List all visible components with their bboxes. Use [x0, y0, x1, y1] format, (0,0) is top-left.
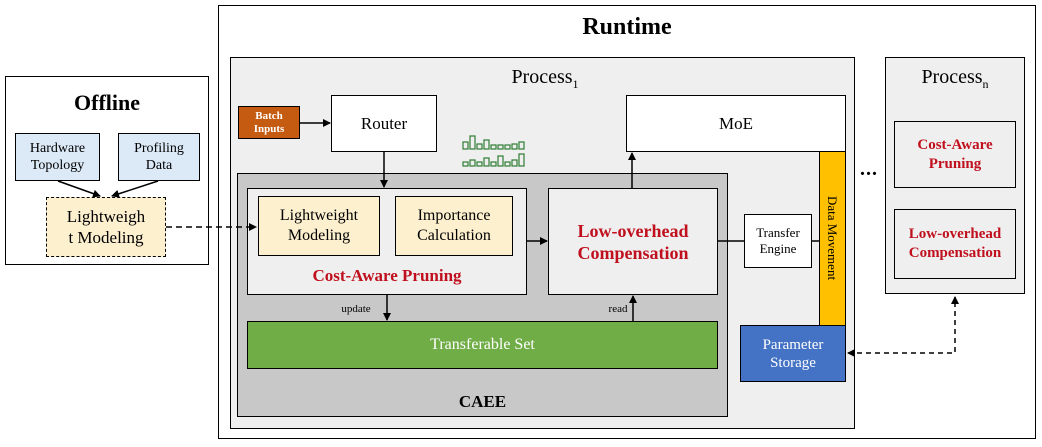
parameter-storage-label: Parameter Storage: [762, 336, 824, 371]
parameter-storage-box: Parameter Storage: [740, 325, 846, 382]
transferable-set-label: Transferable Set: [430, 336, 535, 353]
router-label: Router: [360, 113, 408, 133]
batch-inputs-label: Batch Inputs: [253, 109, 285, 135]
profiling-data-box: Profiling Data: [118, 133, 200, 181]
runtime-title: Runtime: [582, 14, 672, 40]
transferable-set-box: Transferable Set: [247, 321, 718, 369]
processn-low-overhead-compensation-label: Low-overhead Compensation: [908, 226, 1002, 261]
batch-inputs-box: Batch Inputs: [238, 106, 300, 139]
update-label: update: [341, 303, 371, 315]
low-overhead-compensation-box: Low-overhead Compensation: [548, 188, 718, 295]
offline-lightweight-modeling-line1: Lightweigh: [66, 207, 146, 226]
offline-lightweight-modeling-box: Lightweigh t Modeling: [46, 197, 166, 257]
offline-lightweight-modeling-line2: t Modeling: [68, 228, 144, 247]
hardware-topology-label: Hardware Topology: [29, 141, 86, 173]
transfer-engine-label: Transfer Engine: [756, 225, 800, 256]
processn-title: Processn: [885, 66, 1025, 92]
importance-calculation-label: Importance Calculation: [417, 207, 491, 244]
caee-lightweight-modeling-box: Lightweight Modeling: [258, 196, 380, 256]
offline-title: Offline: [74, 90, 140, 115]
process1-subscript: 1: [572, 77, 579, 91]
hardware-to-modeling-arrow: [57, 180, 101, 198]
process1-title: Process1: [495, 66, 595, 92]
hardware-topology-box: Hardware Topology: [15, 133, 100, 181]
moe-label: MoE: [719, 113, 753, 133]
caee-lightweight-modeling-label: Lightweight Modeling: [279, 207, 359, 244]
transfer-engine-box: Transfer Engine: [744, 214, 812, 268]
profiling-data-label: Profiling Data: [134, 141, 184, 173]
process1-label: Process: [511, 66, 573, 88]
low-overhead-compensation-label: Low-overhead Compensation: [577, 220, 689, 263]
storage-processn-dashed-arrow: [847, 296, 959, 357]
caee-label: CAEE: [458, 392, 507, 411]
ellipsis: ...: [860, 158, 878, 180]
processn-cost-aware-pruning-label: Cost-Aware Pruning: [917, 136, 993, 172]
importance-calculation-box: Importance Calculation: [395, 196, 513, 256]
processn-cost-aware-pruning-box: Cost-Aware Pruning: [894, 121, 1016, 188]
moe-box: MoE: [626, 95, 846, 152]
profiling-to-modeling-arrow: [111, 180, 159, 198]
read-label: read: [608, 303, 628, 315]
cost-aware-pruning-label: Cost-Aware Pruning: [312, 266, 462, 285]
expert-activation-icon: [462, 135, 525, 167]
router-box: Router: [331, 95, 437, 152]
processn-low-overhead-compensation-box: Low-overhead Compensation: [894, 209, 1016, 279]
processn-label: Process: [921, 66, 983, 88]
processn-subscript: n: [982, 77, 989, 91]
